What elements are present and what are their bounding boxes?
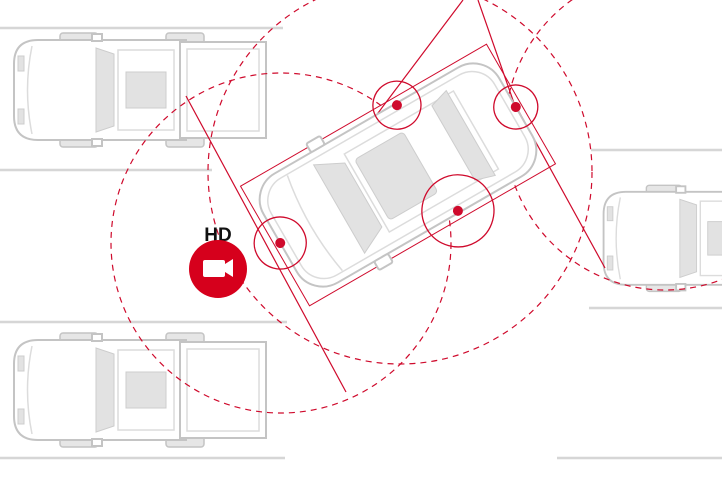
rear-camera-ring <box>493 84 539 130</box>
ego-car <box>239 43 557 307</box>
left-side-camera <box>421 174 495 248</box>
car-body-detail <box>267 70 529 280</box>
right-side-camera-ring <box>372 80 422 130</box>
front-camera-ring <box>253 216 307 270</box>
hood-line <box>286 175 343 272</box>
front-camera <box>253 216 307 270</box>
hd-label: HD <box>204 225 231 246</box>
lane-markings <box>0 26 722 460</box>
parked-truck-bottom-left <box>13 332 267 448</box>
front-camera-dot <box>275 238 286 248</box>
roof-outline <box>343 90 500 233</box>
right-side-camera-dot <box>391 100 402 111</box>
rear-camera <box>493 84 539 130</box>
stitched-view-rectangle <box>239 43 557 307</box>
left-side-mirror <box>373 253 394 271</box>
parked-truck-top-left <box>13 32 267 148</box>
parked-truck-right <box>602 184 722 293</box>
video-camera-icon <box>203 259 233 277</box>
sunroof <box>355 132 438 220</box>
hd-camera-badge: HD <box>189 225 247 298</box>
left-side-camera-ring <box>421 174 495 248</box>
left-side-camera-dot <box>452 205 463 216</box>
rear-camera-dot <box>510 102 521 113</box>
camera-coverage-areas <box>110 0 722 414</box>
windshield <box>312 162 383 255</box>
right-side-camera <box>372 80 422 130</box>
fov-line-rear-up <box>477 0 516 107</box>
rear-window <box>431 89 497 181</box>
fov-line-left <box>185 95 347 393</box>
coverage-circle-front <box>110 72 452 414</box>
right-side-mirror <box>305 135 326 153</box>
